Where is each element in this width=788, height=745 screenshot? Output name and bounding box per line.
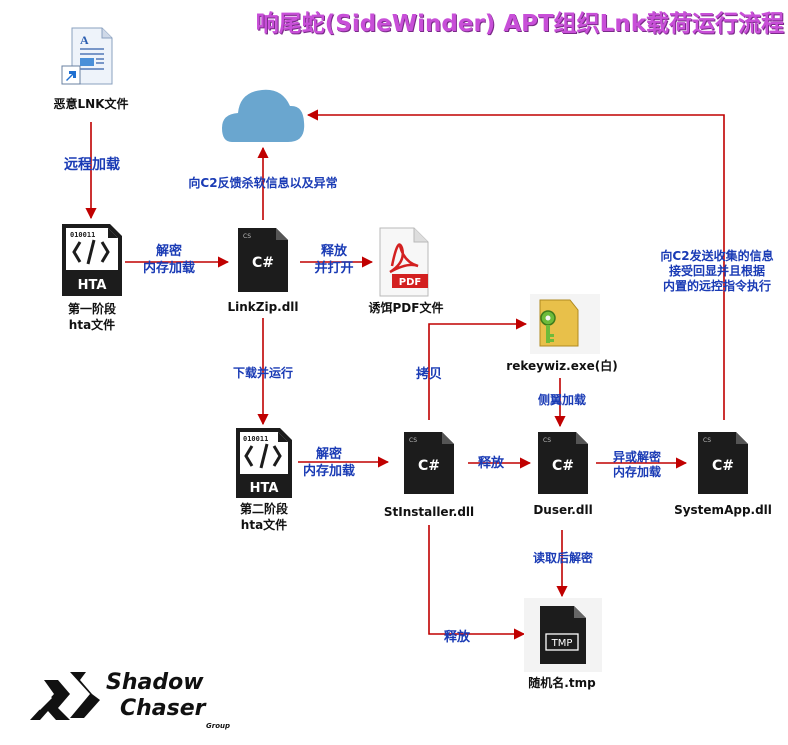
- arrow-stinstaller-to-rekeywiz: [428, 318, 528, 420]
- duser-csharp-icon: [538, 432, 588, 494]
- edge-remote-load: 远程加载: [64, 157, 120, 173]
- edge-read-decrypt: 读取后解密: [532, 551, 593, 565]
- linkzip-csharp-icon: [238, 228, 288, 292]
- edge-release2: 释放: [443, 630, 470, 645]
- stinstaller-cs-tag: CS: [409, 437, 417, 444]
- linkzip-cs-tag: CS: [243, 233, 251, 240]
- node-hta2-label-line1: 第二阶段: [239, 502, 288, 516]
- edge-decrypt-mem1-line1: 解密: [155, 244, 182, 259]
- rekeywiz-key-icon: [530, 294, 600, 354]
- node-hta1-label-line1: 第一阶段: [67, 302, 116, 316]
- arrow-systemapp-to-cloud: [306, 109, 725, 420]
- shadow-chaser-logo-mark: [30, 672, 100, 720]
- node-systemapp-label: SystemApp.dll: [674, 503, 772, 517]
- stinstaller-csharp-icon: [404, 432, 454, 494]
- node-pdf-label: 诱饵PDF文件: [368, 301, 444, 315]
- pdf-badge: PDF: [399, 277, 421, 288]
- edge-release-open-line2: 并打开: [314, 261, 354, 276]
- cloud-icon: [222, 89, 305, 142]
- edge-xor-decrypt-line2: 内存加载: [612, 465, 661, 479]
- hta2-code: 010011: [243, 435, 268, 443]
- hta1-file-icon: [62, 224, 122, 296]
- duser-cs-tag: CS: [543, 437, 551, 444]
- node-rekeywiz-label: rekeywiz.exe(白): [506, 359, 618, 373]
- lnk-file-icon: A: [61, 27, 113, 85]
- stinstaller-cs-glyph: C#: [418, 458, 440, 474]
- node-hta1-label-line2: hta文件: [68, 318, 116, 332]
- node-duser-label: Duser.dll: [533, 503, 593, 517]
- node-lnk-label: 恶意LNK文件: [53, 97, 129, 111]
- edge-copy: 拷贝: [415, 367, 442, 382]
- systemapp-cs-tag: CS: [703, 437, 711, 444]
- logo-word-group: Group: [206, 722, 231, 730]
- edge-decrypt-mem2-line2: 内存加载: [302, 464, 355, 479]
- node-linkzip-label: LinkZip.dll: [227, 300, 299, 314]
- node-tmp-label: 随机名.tmp: [528, 676, 596, 690]
- hta1-code: 010011: [70, 231, 95, 239]
- logo-word-chaser: Chaser: [120, 696, 206, 721]
- node-hta2-label-line2: hta文件: [240, 518, 288, 532]
- hta2-badge: HTA: [250, 481, 279, 496]
- edge-release1: 释放: [477, 456, 504, 471]
- tmp-badge: TMP: [551, 638, 573, 649]
- systemapp-cs-glyph: C#: [712, 458, 734, 474]
- logo-word-shadow: Shadow: [106, 670, 204, 695]
- hta2-file-icon: [236, 428, 292, 498]
- tmp-file-icon: [524, 598, 602, 672]
- duser-cs-glyph: C#: [552, 458, 574, 474]
- edge-decrypt-mem1-line2: 内存加载: [142, 261, 195, 276]
- edge-c2-send-line3: 内置的远控指令执行: [662, 279, 771, 293]
- node-stinstaller-label: StInstaller.dll: [383, 505, 475, 519]
- edge-c2-send-line1: 向C2发送收集的信息: [660, 249, 774, 263]
- edge-download-run: 下载并运行: [232, 366, 293, 380]
- shadow-chaser-logo: Shadow Chaser Group: [24, 664, 244, 739]
- hta1-badge: HTA: [78, 278, 107, 293]
- edge-release-open-line1: 释放: [320, 244, 347, 259]
- systemapp-csharp-icon: [698, 432, 748, 494]
- edge-sideload: 侧翼加载: [537, 393, 586, 407]
- pdf-file-icon: [379, 227, 429, 297]
- arrow-stinstaller-to-tmp: [428, 525, 526, 640]
- edge-c2-send-line2: 接受回显并且根据: [668, 264, 765, 278]
- edge-decrypt-mem2-line1: 解密: [315, 447, 342, 462]
- arrows: [85, 109, 725, 640]
- edge-c2-feedback: 向C2反馈杀软信息以及异常: [188, 176, 338, 190]
- edge-xor-decrypt-line1: 异或解密: [612, 450, 661, 464]
- linkzip-cs-glyph: C#: [252, 255, 274, 271]
- svg-text:A: A: [80, 33, 89, 47]
- diagram-title: 响尾蛇(SideWinder) APT组织Lnk载荷运行流程: [255, 11, 784, 37]
